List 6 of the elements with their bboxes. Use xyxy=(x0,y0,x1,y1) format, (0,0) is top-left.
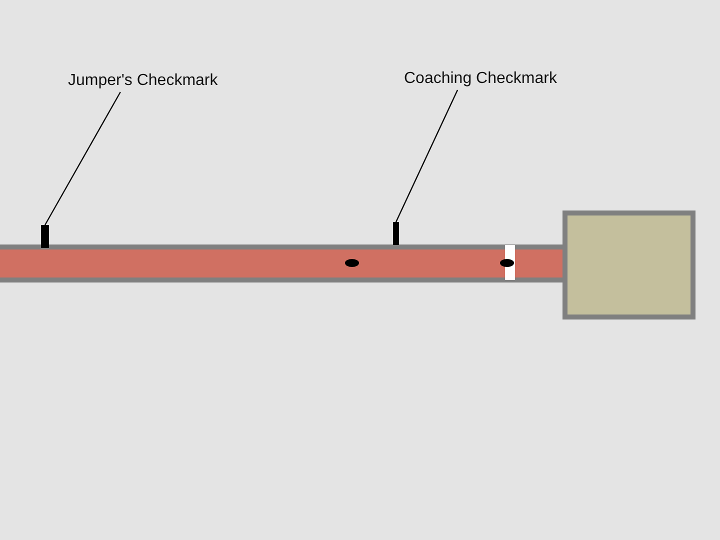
checkmark-label: Coaching Checkmark xyxy=(404,70,557,88)
checkmark-bar xyxy=(41,225,49,248)
checkmark-bar xyxy=(393,222,399,245)
leader-line xyxy=(395,90,458,222)
leader-line xyxy=(44,92,121,226)
checkmark-label: Jumper's Checkmark xyxy=(68,72,218,90)
